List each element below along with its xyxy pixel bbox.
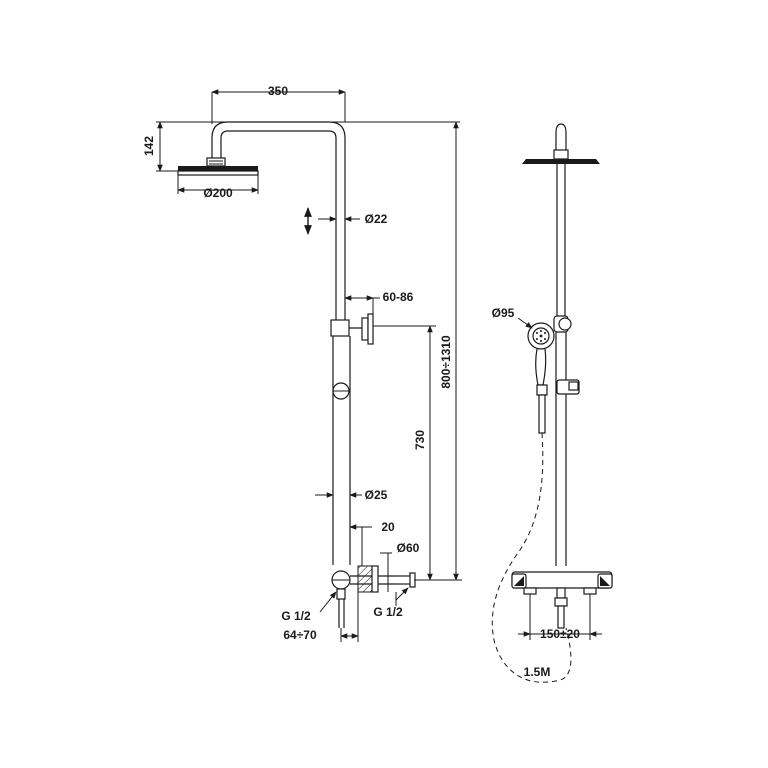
wall-hatching <box>357 565 373 593</box>
dim-inlet-offset-label: 20 <box>381 520 395 534</box>
dim-head-diameter-label: Ø200 <box>203 186 233 200</box>
dim-inlet-spacing-label: 150±20 <box>540 627 580 641</box>
dim-lower-tube-label: Ø25 <box>365 488 388 502</box>
rain-head <box>178 166 258 171</box>
mixer-outlet <box>336 588 346 600</box>
inlet-thread-left-label: G 1/2 <box>281 609 311 623</box>
front-inlet-right <box>583 587 597 595</box>
dim-arm-length-label: 350 <box>268 84 288 98</box>
wall-bracket-flange <box>361 317 369 341</box>
wall-bracket-plate <box>367 313 374 345</box>
front-top-elbow <box>555 123 567 150</box>
hose-dashed-path <box>491 432 572 683</box>
dim-hand-shower-label: Ø95 <box>492 306 515 320</box>
front-mixer-body <box>511 571 613 589</box>
side-view: 350 142 Ø200 Ø22 60-86 730 800÷1310 <box>142 84 462 642</box>
hose-connector-top <box>536 384 548 396</box>
overhead-arm-outer <box>211 121 346 158</box>
overhead-arm-inner <box>220 130 337 158</box>
dim-mixer-projection-label: 64÷70 <box>283 628 317 642</box>
front-mixer-outlet <box>556 587 566 599</box>
hose-cone <box>538 394 546 434</box>
front-head-nut <box>553 149 569 160</box>
front-view: Ø95 150±20 1.5M <box>491 123 613 683</box>
head-nut <box>206 157 226 167</box>
dim-flange-diameter-label: Ø60 <box>397 541 420 555</box>
hand-shower-nozzles <box>536 330 546 342</box>
dim-upper-tube-label: Ø22 <box>365 212 388 226</box>
dim-bracket-height-label: 730 <box>413 430 427 450</box>
dim-total-height-label: 800÷1310 <box>439 335 453 389</box>
front-bracket-ring <box>558 317 572 331</box>
wall-bracket-clamp <box>330 319 350 337</box>
dim-hand-shower-leader <box>517 317 533 329</box>
dim-head-height-label: 142 <box>142 136 156 156</box>
front-inlet-left <box>523 587 537 595</box>
front-rain-head <box>522 159 600 164</box>
front-outlet-nut <box>554 597 568 607</box>
inlet-thread-right-label: G 1/2 <box>373 605 403 619</box>
hose-length-label: 1.5M <box>524 665 551 679</box>
front-outlet-pipe <box>557 605 565 629</box>
hand-shower-handle <box>535 348 547 386</box>
front-hand-holder-knob <box>568 381 579 391</box>
wall-flange <box>371 565 379 593</box>
rain-head-face <box>177 170 259 176</box>
dim-wall-offset-label: 60-86 <box>383 290 414 304</box>
